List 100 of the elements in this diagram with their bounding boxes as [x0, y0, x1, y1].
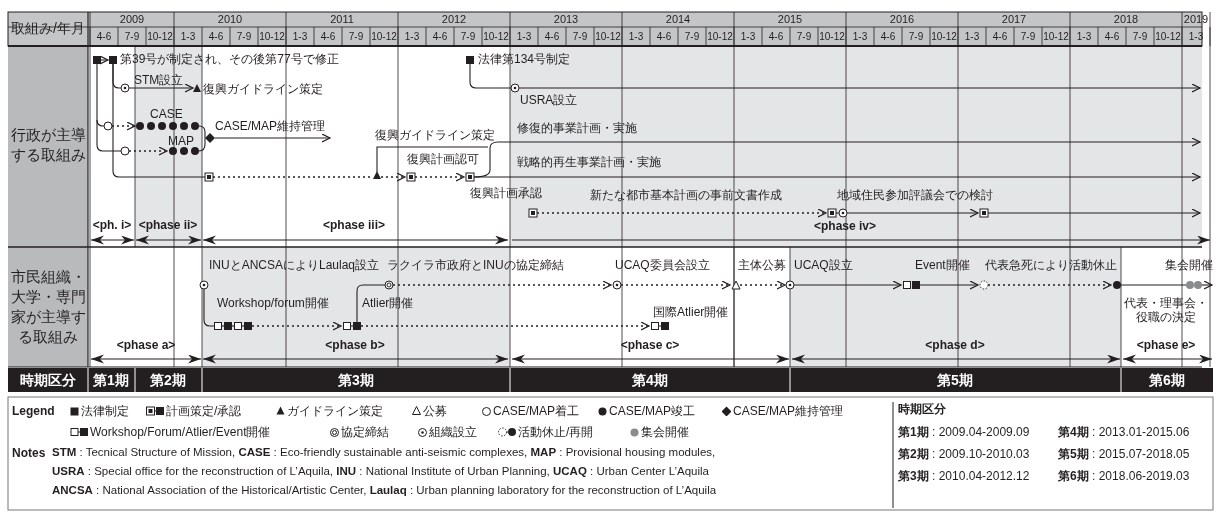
event-label: 代表・理事会・役職の決定: [1124, 296, 1208, 324]
quarter-label: 10-12: [483, 30, 509, 43]
quarter-label: 4-6: [320, 30, 336, 43]
legend-label: ガイドライン策定: [287, 404, 383, 418]
period-label: 第3期: [338, 372, 374, 389]
column-heading: 取組み/年月: [11, 20, 85, 36]
quarter-label: 4-6: [96, 30, 112, 43]
panel-heading: 時期区分: [898, 402, 946, 416]
row-heading: 市民組織・大学・専門家が主導する取組み: [10, 267, 86, 347]
phase-label: <phase iii>: [323, 218, 385, 232]
period-label: 第4期: [632, 372, 668, 389]
quarter-label: 7-9: [684, 30, 700, 43]
quarter-label: 10-12: [707, 30, 733, 43]
event-label: Atlier開催: [362, 296, 414, 310]
event-label: 復興計画認可: [407, 152, 479, 166]
event-label: 国際Atlier開催: [653, 305, 729, 319]
quarter-label: 4-6: [880, 30, 896, 43]
quarter-label: 4-6: [544, 30, 560, 43]
event-label: 集会開催: [1165, 258, 1213, 272]
period-label: 第2期: [150, 372, 186, 389]
period-range-text: 第4期 : 2013.01-2015.06: [1058, 425, 1190, 439]
period-label: 第1期: [93, 372, 129, 389]
phase-label: <phase c>: [620, 338, 680, 352]
year-label: 2009: [119, 13, 145, 26]
event-label: CASE: [150, 107, 183, 121]
quarter-label: 1-3: [516, 30, 532, 43]
legend-label: 計画策定/承認: [166, 404, 242, 418]
quarter-label: 10-12: [1043, 30, 1069, 43]
notes-heading: Notes: [12, 446, 46, 460]
event-label: 新たな都市基本計画の事前文書作成: [590, 188, 782, 202]
quarter-label: 10-12: [819, 30, 845, 43]
event-label: UCAQ委員会設立: [615, 258, 710, 272]
quarter-label: 10-12: [259, 30, 285, 43]
legend-label: 活動休止/再開: [518, 425, 594, 439]
quarter-label: 1-3: [1188, 30, 1204, 43]
event-label: 戦略的再生事業計画・実施: [517, 155, 661, 169]
event-label: USRA設立: [520, 93, 578, 107]
quarter-label: 7-9: [796, 30, 812, 43]
quarter-label: 7-9: [1020, 30, 1036, 43]
quarter-label: 10-12: [931, 30, 957, 43]
event-label: 主体公募: [738, 258, 786, 272]
year-label: 2012: [441, 13, 467, 26]
year-label: 2018: [1113, 13, 1139, 26]
event-label: 復興ガイドライン策定: [375, 128, 495, 142]
legend-label: 集会開催: [641, 425, 689, 439]
period-range-text: 第3期 : 2010.04-2012.12: [898, 469, 1030, 483]
quarter-label: 7-9: [908, 30, 924, 43]
event-label: CASE/MAP維持管理: [215, 119, 325, 133]
event-label: 第39号が制定され、その後第77号で修正: [120, 52, 339, 66]
quarter-label: 4-6: [432, 30, 448, 43]
event-label: Workshop/forum開催: [217, 296, 329, 310]
phase-label: <phase ii>: [138, 218, 198, 232]
quarter-label: 1-3: [852, 30, 868, 43]
quarter-label: 10-12: [371, 30, 397, 43]
quarter-label: 1-3: [964, 30, 980, 43]
quarter-label: 4-6: [992, 30, 1008, 43]
phase-label: <ph. i>: [92, 218, 132, 232]
event-label: 修復的事業計画・実施: [517, 121, 637, 135]
period-range-text: 第2期 : 2009.10-2010.03: [898, 447, 1030, 461]
event-label: 法律第134号制定: [478, 52, 571, 66]
event-label: MAP: [168, 134, 194, 148]
legend-label: 法律制定: [81, 404, 129, 418]
phase-label: <phase d>: [925, 338, 985, 352]
phase-label: <phase a>: [116, 338, 176, 352]
event-label: ラクイラ市政府とINUの協定締結: [387, 258, 564, 272]
quarter-label: 1-3: [628, 30, 644, 43]
quarter-label: 1-3: [404, 30, 420, 43]
period-range-text: 第5期 : 2015.07-2018.05: [1058, 447, 1190, 461]
year-label: 2017: [1001, 13, 1027, 26]
quarter-label: 1-3: [1076, 30, 1092, 43]
quarter-label: 7-9: [572, 30, 588, 43]
legend-label: CASE/MAP着工: [493, 404, 579, 418]
year-label: 2015: [777, 13, 803, 26]
event-label: 地域住民参加評議会での検討: [837, 188, 993, 202]
period-label: 時期区分: [20, 372, 76, 389]
quarter-label: 1-3: [180, 30, 196, 43]
event-label: 復興計画承認: [470, 186, 542, 200]
year-label: 2016: [889, 13, 915, 26]
legend-label: 公募: [423, 404, 447, 418]
legend-label: 協定締結: [341, 425, 389, 439]
quarter-label: 7-9: [348, 30, 364, 43]
year-label: 2011: [330, 13, 354, 26]
period-range-text: 第6期 : 2018.06-2019.03: [1058, 469, 1190, 483]
quarter-label: 4-6: [656, 30, 672, 43]
event-label: STM設立: [134, 73, 184, 87]
period-label: 第5期: [937, 372, 973, 389]
quarter-label: 7-9: [1132, 30, 1148, 43]
legend-label: 組織設立: [429, 425, 477, 439]
year-label: 2019: [1183, 13, 1209, 26]
quarter-label: 7-9: [236, 30, 252, 43]
quarter-label: 4-6: [1104, 30, 1120, 43]
phase-label: <phase iv>: [814, 219, 876, 233]
quarter-label: 7-9: [460, 30, 476, 43]
event-label: 復興ガイドライン策定: [203, 82, 323, 96]
event-label: UCAQ設立: [794, 258, 853, 272]
note-text: USRA : Special office for the reconstruction of L’Aquila, INU : National Institute of Urban Planning, UCAQ : Urban Center L’Aquila: [52, 465, 709, 479]
quarter-label: 10-12: [1155, 30, 1181, 43]
period-label: 第6期: [1149, 372, 1185, 389]
quarter-label: 10-12: [595, 30, 621, 43]
legend-heading: Legend: [12, 404, 55, 418]
